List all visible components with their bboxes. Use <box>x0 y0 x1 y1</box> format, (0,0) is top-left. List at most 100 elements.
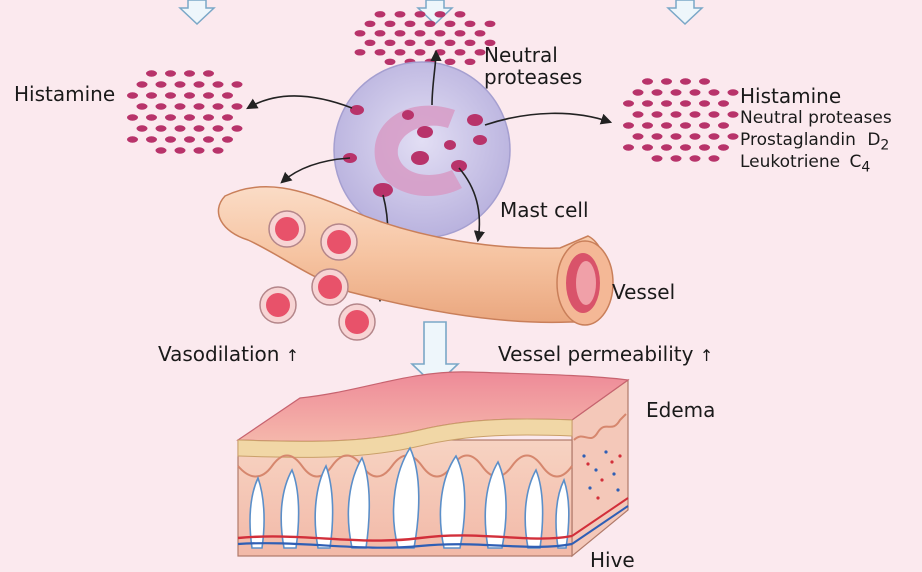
granule <box>445 40 456 46</box>
granule <box>623 144 634 150</box>
skin-block <box>238 372 628 556</box>
granule <box>642 122 653 128</box>
granule <box>633 89 644 95</box>
neutral-protease-granules <box>355 11 496 65</box>
granule <box>222 92 233 98</box>
prostaglandin-sub-letter: D <box>867 130 880 150</box>
granule <box>194 81 205 87</box>
granule <box>405 21 416 27</box>
granule <box>652 133 663 139</box>
granule <box>623 100 634 106</box>
granule <box>194 125 205 131</box>
granule <box>728 89 739 95</box>
granule <box>699 122 710 128</box>
granule <box>222 114 233 120</box>
granule <box>680 122 691 128</box>
granule <box>203 136 214 142</box>
granule <box>184 70 195 76</box>
granule <box>184 114 195 120</box>
leukotriene-label: Leukotriene C4 <box>740 152 870 175</box>
granule <box>194 103 205 109</box>
granule <box>485 21 496 27</box>
neutral-proteases-mediator-label: Neutral proteases <box>740 108 892 128</box>
granule <box>165 70 176 76</box>
granule <box>709 89 720 95</box>
granule <box>690 133 701 139</box>
granule <box>395 11 406 17</box>
granule <box>671 89 682 95</box>
granule <box>671 111 682 117</box>
vessel-permeability-label: Vessel permeability ↑ <box>498 342 713 366</box>
histamine-right-label: Histamine <box>740 84 841 108</box>
granule <box>718 144 729 150</box>
neutral-proteases-line2: proteases <box>484 66 582 88</box>
mast-cell-label: Mast cell <box>500 198 589 222</box>
hive-label: Hive <box>590 548 635 572</box>
top-arrow-left <box>180 0 214 24</box>
granule <box>661 78 672 84</box>
granule <box>680 144 691 150</box>
granule <box>355 49 366 55</box>
granule <box>375 30 386 36</box>
edema-label: Edema <box>646 398 715 422</box>
granule <box>222 136 233 142</box>
granule <box>156 125 167 131</box>
granule <box>203 70 214 76</box>
granule <box>671 133 682 139</box>
granule <box>355 30 366 36</box>
granule <box>184 136 195 142</box>
granule <box>652 89 663 95</box>
granule <box>194 147 205 153</box>
granule <box>375 49 386 55</box>
granule <box>146 136 157 142</box>
granule <box>475 30 486 36</box>
vessel-permeability-up-arrow: ↑ <box>700 346 713 365</box>
histamine-granules-left <box>127 70 243 153</box>
granule <box>165 114 176 120</box>
leukotriene-text: Leukotriene <box>740 152 840 172</box>
granule <box>661 122 672 128</box>
granule <box>203 114 214 120</box>
granule <box>623 122 634 128</box>
granule <box>395 49 406 55</box>
granule <box>699 100 710 106</box>
granule <box>175 81 186 87</box>
granule <box>728 111 739 117</box>
granule <box>156 147 167 153</box>
granule <box>425 40 436 46</box>
granule <box>415 30 426 36</box>
granule <box>455 11 466 17</box>
granule <box>633 111 644 117</box>
mediator-granules-right <box>623 78 739 161</box>
granule <box>146 114 157 120</box>
granule <box>709 155 720 161</box>
granule <box>127 92 138 98</box>
granule <box>415 11 426 17</box>
granule <box>184 92 195 98</box>
granule <box>213 125 224 131</box>
granule <box>425 21 436 27</box>
granule <box>652 111 663 117</box>
granule <box>415 49 426 55</box>
granule <box>680 78 691 84</box>
prostaglandin-label: Prostaglandin D2 <box>740 130 889 153</box>
granule <box>465 59 476 65</box>
granule <box>146 70 157 76</box>
granule <box>146 92 157 98</box>
granule <box>642 100 653 106</box>
granule <box>127 114 138 120</box>
granule <box>455 49 466 55</box>
granule <box>699 144 710 150</box>
granule <box>435 30 446 36</box>
granule <box>709 111 720 117</box>
granule <box>375 11 386 17</box>
granule <box>175 103 186 109</box>
granule <box>445 21 456 27</box>
vessel-permeability-text: Vessel permeability <box>498 342 693 366</box>
granule <box>137 81 148 87</box>
granule <box>652 155 663 161</box>
leukotriene-subscript: C4 <box>850 152 871 172</box>
vasodilation-up-arrow: ↑ <box>286 346 299 365</box>
granule <box>709 133 720 139</box>
